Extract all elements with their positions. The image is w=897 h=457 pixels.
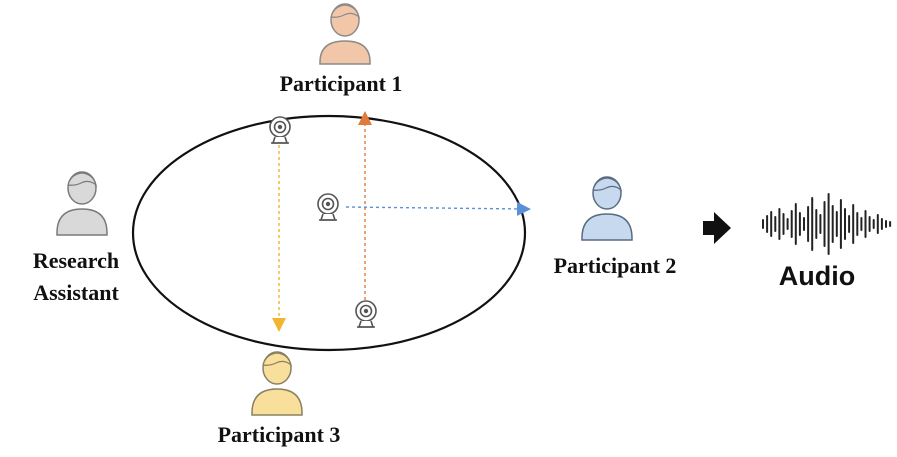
participant-2-hair	[592, 177, 623, 192]
research-assistant-hair	[67, 172, 98, 187]
room-ellipse	[131, 114, 527, 352]
participant-3-hair	[262, 352, 293, 367]
participant-2-body	[581, 213, 633, 241]
webcam-icon	[269, 116, 291, 144]
research-assistant-label-line1: Research	[33, 248, 119, 273]
arrow-to-participant-2	[345, 201, 531, 216]
participant-2-label: Participant 2	[554, 253, 677, 278]
participant-3-body	[251, 388, 303, 416]
research-assistant-person-icon	[56, 171, 108, 236]
webcam-icon	[355, 300, 377, 328]
participant-2-person-icon	[581, 176, 633, 241]
participant-1-hair	[330, 4, 361, 19]
participant-1-label: Participant 1	[280, 71, 403, 96]
research-assistant-label-line2: Assistant	[33, 280, 119, 305]
participant-1-person-icon	[319, 3, 371, 65]
right-arrow-icon	[703, 212, 731, 244]
audio-label: Audio	[779, 261, 855, 291]
participant-3-person-icon	[251, 351, 303, 416]
webcam-icon	[317, 193, 339, 221]
research-assistant-body	[56, 208, 108, 236]
audio-waveform-icon	[762, 193, 892, 255]
participant-3-label: Participant 3	[218, 422, 341, 447]
participant-1-body	[319, 40, 371, 65]
